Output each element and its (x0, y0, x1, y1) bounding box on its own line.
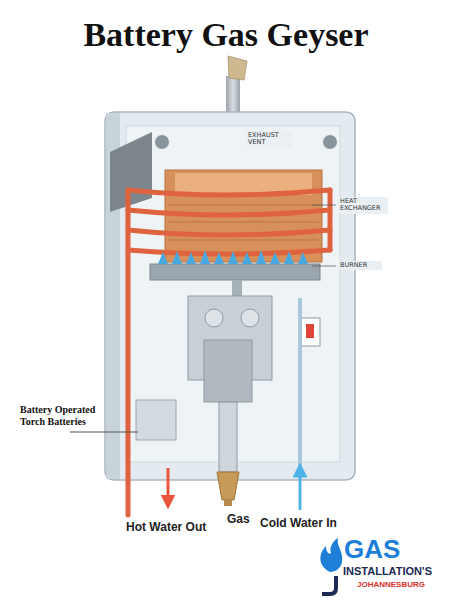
panel-shadow (110, 132, 152, 212)
switch-button (306, 324, 314, 338)
gas-pipe (219, 402, 237, 472)
mount-hole (323, 135, 337, 149)
gas-fitting-tip (224, 500, 232, 506)
valve-body (204, 340, 252, 402)
battery-box (136, 400, 176, 440)
part-label: HEAT EXCHANGER (338, 197, 388, 214)
flow-label: Hot Water Out (126, 520, 206, 534)
logo-pipe (322, 576, 336, 594)
mount-hole (155, 135, 169, 149)
flames (158, 250, 308, 264)
battery-label: Battery Operated Torch Batteries (20, 404, 118, 427)
hot-out-arrow (167, 468, 170, 502)
geyser-housing (105, 112, 355, 480)
cold-water-pipe (298, 298, 302, 475)
part-label: BURNER (338, 261, 382, 270)
cold-in-arrow (299, 470, 302, 510)
switch (300, 318, 320, 346)
flow-label: Gas (227, 512, 250, 526)
logo-word: GAS (344, 536, 400, 562)
logo-word: INSTALLATION'S (343, 566, 432, 577)
vent-pipe (226, 76, 240, 116)
vent-cap (228, 56, 247, 80)
hot-water-pipe (126, 190, 131, 515)
part-label: EXHAUST VENT (246, 131, 292, 148)
leader-line (312, 266, 336, 267)
leader-line (312, 205, 336, 206)
leader-line (70, 431, 138, 432)
burner (150, 264, 320, 280)
flow-label: Cold Water In (260, 516, 337, 530)
gas-feed (232, 280, 242, 296)
logo-word: JOHANNESBURG (357, 581, 425, 589)
diagram-title: Battery Gas Geyser (0, 16, 452, 54)
valve-knob (205, 309, 223, 327)
logo-flame (320, 538, 342, 572)
water-coil (128, 190, 330, 254)
valve-knob (241, 309, 259, 327)
gas-fitting (217, 472, 239, 500)
